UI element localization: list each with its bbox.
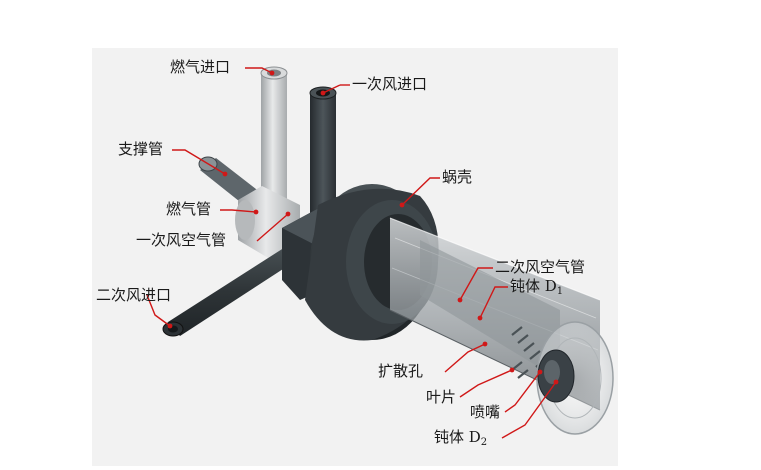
label-gas-tube: 燃气管: [166, 200, 212, 218]
label-primary-air-inlet: 一次风进口: [352, 75, 428, 93]
label-gas-inlet: 燃气进口: [170, 58, 231, 76]
label-secondary-air-inlet: 二次风进口: [96, 286, 172, 304]
label-nozzle: 喷嘴: [470, 403, 501, 421]
leader-lines: [146, 67, 557, 439]
label-blunt-body-d1: 钝体 D1: [510, 277, 564, 297]
label-support-tube: 支撑管: [118, 140, 164, 158]
label-secondary-air-tube: 二次风空气管: [495, 258, 586, 276]
label-blunt-body-d2: 钝体 D2: [434, 428, 488, 448]
blunt-body-d2-disk: [537, 349, 575, 403]
label-volute: 蜗壳: [442, 168, 473, 186]
label-blade: 叶片: [426, 388, 457, 406]
gas-inlet-tube: [260, 66, 288, 204]
leader-dots: [167, 70, 559, 385]
label-primary-air-tube: 一次风空气管: [136, 231, 227, 249]
label-diffusion-hole: 扩散孔: [378, 362, 424, 380]
